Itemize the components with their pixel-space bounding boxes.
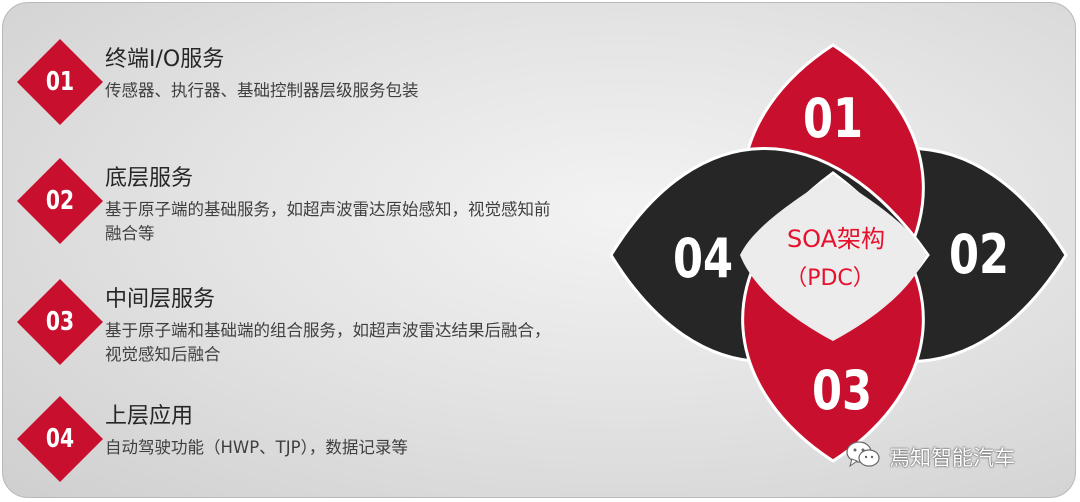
item-description-02: 基于原子端的基础服务，如超声波雷达原始感知，视觉感知前融合等 — [105, 200, 551, 243]
petal-label-02: 02 — [949, 223, 1009, 286]
list-item-04: 04 上层应用 自动驾驶功能（HWP、TJP），数据记录等 — [3, 396, 603, 496]
item-description-01: 传感器、执行器、基础控制器层级服务包装 — [105, 81, 419, 100]
diamond-badge-02 — [17, 158, 103, 244]
diamond-badge-03 — [17, 279, 103, 365]
item-number-03: 03 — [45, 307, 75, 337]
diamond-badge-04 — [17, 396, 103, 482]
item-title-04: 上层应用 — [105, 404, 194, 429]
list-item-01: 01 终端I/O服务 传感器、执行器、基础控制器层级服务包装 — [3, 39, 603, 139]
center-lens — [740, 175, 926, 341]
center-title: SOA架构 — [787, 225, 885, 253]
item-description-04: 自动驾驶功能（HWP、TJP），数据记录等 — [105, 438, 408, 457]
petal-label-01: 01 — [803, 87, 863, 150]
watermark-text: 焉知智能汽车 — [889, 446, 1015, 470]
item-number-04: 04 — [45, 424, 75, 454]
item-title-01: 终端I/O服务 — [105, 47, 225, 72]
soa-diagram: 01 02 03 04 SOA架构 （PDC） — [608, 43, 1075, 493]
item-number-01: 01 — [45, 67, 75, 97]
petal-label-04: 04 — [673, 227, 733, 290]
item-number-02: 02 — [45, 186, 75, 216]
petal-label-03: 03 — [812, 359, 872, 422]
center-subtitle: （PDC） — [785, 266, 875, 291]
item-title-03: 中间层服务 — [105, 287, 216, 312]
watermark: 焉知智能汽车 — [845, 439, 1015, 475]
item-description-03: 基于原子端和基础端的组合服务，如超声波雷达结果后融合，视觉感知后融合 — [105, 321, 551, 364]
list-item-02: 02 底层服务 基于原子端的基础服务，如超声波雷达原始感知，视觉感知前融合等 — [3, 158, 603, 258]
list-item-03: 03 中间层服务 基于原子端和基础端的组合服务，如超声波雷达结果后融合，视觉感知… — [3, 279, 603, 379]
diamond-badge-01 — [17, 39, 103, 125]
item-title-02: 底层服务 — [105, 166, 194, 191]
wechat-icon — [845, 439, 881, 475]
